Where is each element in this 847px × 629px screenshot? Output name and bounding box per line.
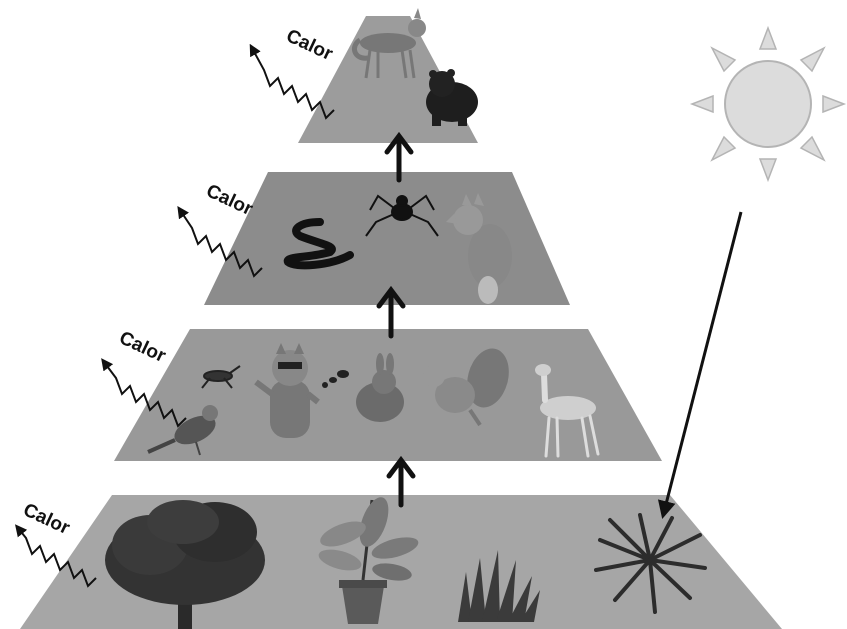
heat-label: Calor [20, 499, 73, 539]
sun-icon [692, 28, 844, 180]
sunlight-arrow [664, 212, 741, 512]
bear-icon [426, 69, 478, 126]
tier-secondary-consumers [204, 172, 570, 305]
heat-label: Calor [283, 25, 336, 65]
heat-label: Calor [203, 180, 256, 220]
heat-label: Calor [116, 327, 169, 367]
